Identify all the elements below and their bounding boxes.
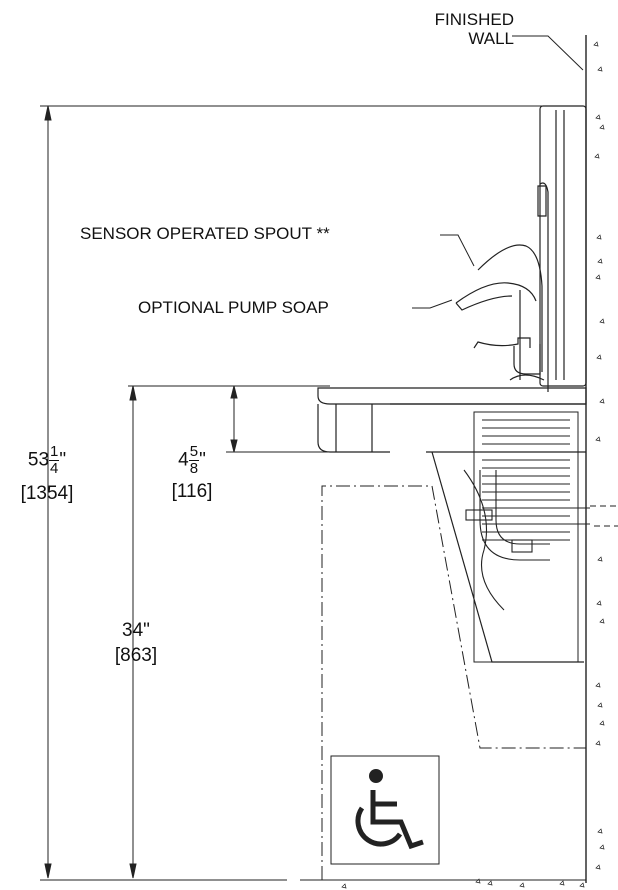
overall-height-numerator: 1 (49, 443, 60, 461)
plumbing-trap (463, 469, 618, 611)
basin-depth-denominator: 8 (189, 460, 199, 477)
finished-wall-leader (512, 35, 584, 71)
rim-height-imperial: 34" (122, 620, 150, 641)
rim-height-dimension: 34" [863] (98, 620, 174, 666)
rim-height-metric: [863] (114, 645, 158, 666)
accessibility-sign (330, 755, 440, 865)
wheelchair-icon (355, 769, 424, 850)
finished-wall-label: FINISHED WALL (404, 10, 514, 48)
basin-depth-unit: " (199, 449, 206, 471)
overall-height-denominator: 4 (50, 460, 59, 477)
wall-hatch (341, 41, 605, 889)
basin-depth-metric: [116] (171, 481, 213, 502)
under-shroud (431, 451, 584, 663)
overall-height-metric: [1354] (20, 483, 74, 504)
finished-wall-label-line2: WALL (468, 29, 514, 48)
pump-soap-label: OPTIONAL PUMP SOAP (138, 298, 329, 317)
back-tower (537, 105, 587, 392)
louver-housing (473, 411, 579, 663)
overall-height-unit: " (59, 449, 67, 471)
finished-wall-label-line1: FINISHED (434, 10, 514, 29)
sensor-spout (455, 244, 543, 380)
basin-depth-whole: 4 (178, 449, 189, 471)
sensor-spout-label: SENSOR OPERATED SPOUT ** (80, 224, 330, 243)
overall-height-whole: 53 (27, 449, 50, 471)
knee-clearance-envelope (321, 485, 586, 880)
basin-depth-numerator: 5 (188, 443, 200, 461)
pump-soap (473, 337, 545, 381)
